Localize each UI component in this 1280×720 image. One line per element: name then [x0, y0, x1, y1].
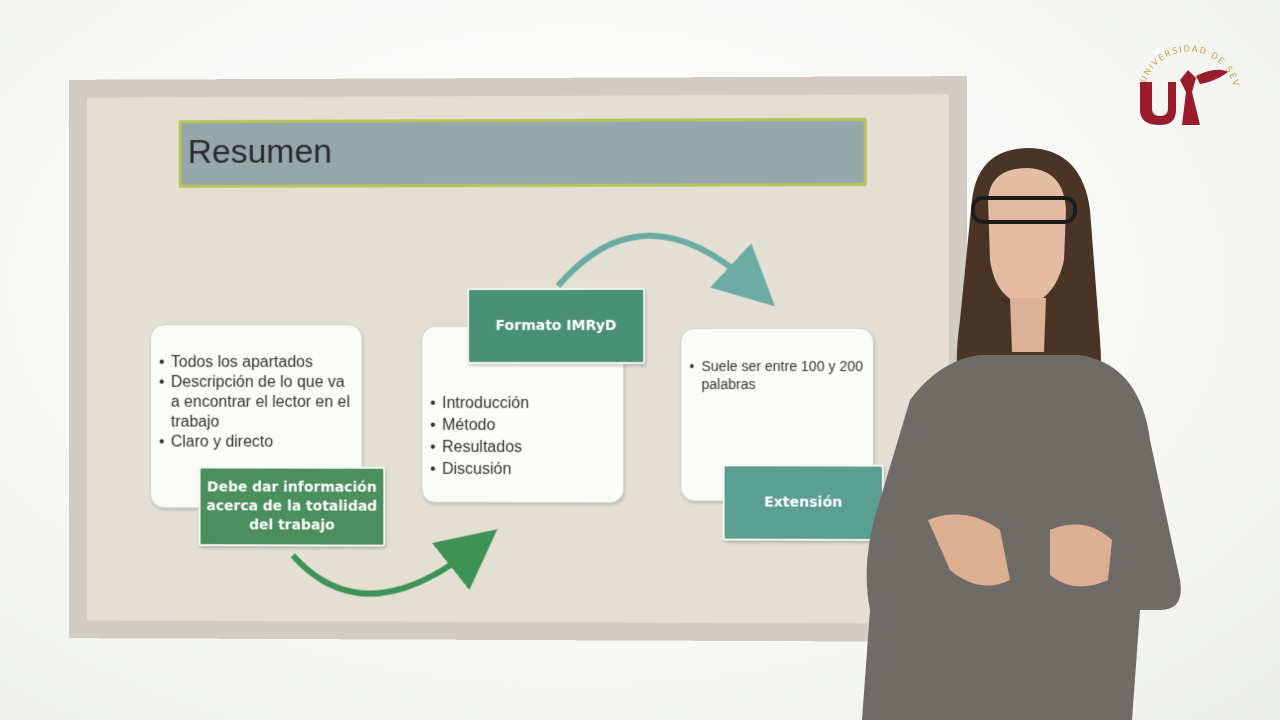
tag-totality: Debe dar información acerca de la totali…	[199, 466, 386, 546]
list-item: Suele ser entre 100 y 200 palabras	[689, 357, 864, 393]
slide-content: Resumen Todos los apartados Descripción …	[87, 94, 949, 623]
list-item: Introducción	[430, 393, 615, 415]
projected-slide: Resumen Todos los apartados Descripción …	[69, 76, 967, 642]
arrow-bottom-curve	[293, 547, 474, 594]
slide-title-bar: Resumen	[179, 118, 867, 188]
list-item: Discusión	[430, 459, 615, 481]
presenter-body	[862, 355, 1181, 720]
arrow-top-curve	[558, 236, 753, 286]
university-logo: UNIVERSIDAD DE SEVILLA	[1130, 30, 1245, 130]
logo-wing	[1196, 70, 1228, 84]
presenter-face	[988, 168, 1066, 305]
list-item: Método	[430, 415, 615, 437]
list-item: Resultados	[430, 437, 615, 459]
presenter-neck	[1010, 298, 1046, 352]
logo-figure	[1180, 70, 1200, 125]
logo-u-letter	[1140, 82, 1176, 125]
list-item: Claro y directo	[159, 433, 353, 453]
list-item: Descripción de lo que va a encontrar el …	[159, 373, 353, 433]
presenter-figure	[850, 140, 1190, 720]
tag-imryd-format: Formato IMRyD	[467, 288, 645, 364]
slide-title: Resumen	[188, 133, 332, 172]
list-item: Todos los apartados	[159, 353, 353, 373]
